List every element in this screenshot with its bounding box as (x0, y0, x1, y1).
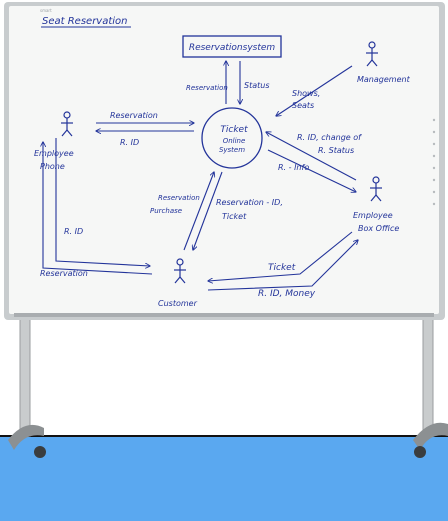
floor (0, 436, 448, 521)
reservation-system-label: Reservationsystem (189, 43, 276, 53)
label-res-purchase-2: Purchase (150, 207, 182, 215)
label-ticket: Ticket (268, 263, 296, 273)
actor-management-figure (366, 41, 378, 67)
arrow-ticket (208, 231, 353, 281)
side-sensor-dots (432, 118, 436, 206)
actor-employee-phone-figure (61, 111, 73, 137)
arrow-rid-change (266, 132, 357, 181)
center-label-2: Online (223, 137, 246, 145)
actor-employee-phone-label-1: Employee (34, 149, 74, 158)
marker-tray (14, 313, 434, 317)
label-shows-seats-1: Shows, (292, 89, 320, 98)
board-surface (9, 6, 439, 314)
arrow-rid-money (207, 240, 358, 291)
caster-wheel (414, 446, 426, 458)
actor-employee-box-office-figure (370, 176, 382, 202)
board-title: Seat Reservation (42, 16, 128, 27)
ticket-online-system-circle (201, 107, 263, 169)
flow-arrows (43, 61, 358, 291)
label-phone-rid: R. ID (120, 138, 139, 147)
arrow-left-reservation (55, 138, 150, 266)
arrow-reservation-purchase (183, 172, 214, 251)
arrow-r-info (267, 149, 356, 192)
actor-customer-label: Customer (158, 299, 198, 308)
label-shows-seats-2: Seats (292, 101, 314, 110)
actor-customer-figure (174, 258, 186, 284)
label-status: Status (244, 81, 270, 90)
label-r-info: R. - Info (278, 163, 309, 172)
label-res-to-system: Reservation (186, 84, 228, 92)
arrow-left-rid (43, 142, 153, 275)
label-left-reservation: Reservation (40, 269, 88, 278)
arrow-reservation-id-ticket (193, 171, 223, 250)
actor-employee-box-label-1: Employee (353, 211, 393, 220)
label-rid-change-1: R. ID, change of (297, 133, 362, 142)
actor-employee-phone-label-2: Phone (40, 162, 65, 171)
reservation-system-box (182, 35, 282, 58)
label-rid-change-2: R. Status (318, 146, 354, 155)
label-left-rid: R. ID (64, 227, 83, 236)
center-label-3: System (219, 146, 245, 154)
label-phone-reservation: Reservation (110, 111, 158, 120)
label-res-id-ticket-1: Reservation - ID, (216, 198, 283, 207)
label-res-purchase-1: Reservation (158, 194, 200, 202)
center-label-1: Ticket (220, 125, 248, 135)
arrow-shows-seats (276, 65, 353, 116)
brand-mark: smart (40, 8, 52, 13)
actor-employee-box-label-2: Box Office (358, 224, 399, 233)
label-rid-money: R. ID, Money (258, 289, 316, 299)
label-res-id-ticket-2: Ticket (222, 212, 247, 221)
caster-wheel (34, 446, 46, 458)
actor-management-label: Management (357, 75, 411, 84)
